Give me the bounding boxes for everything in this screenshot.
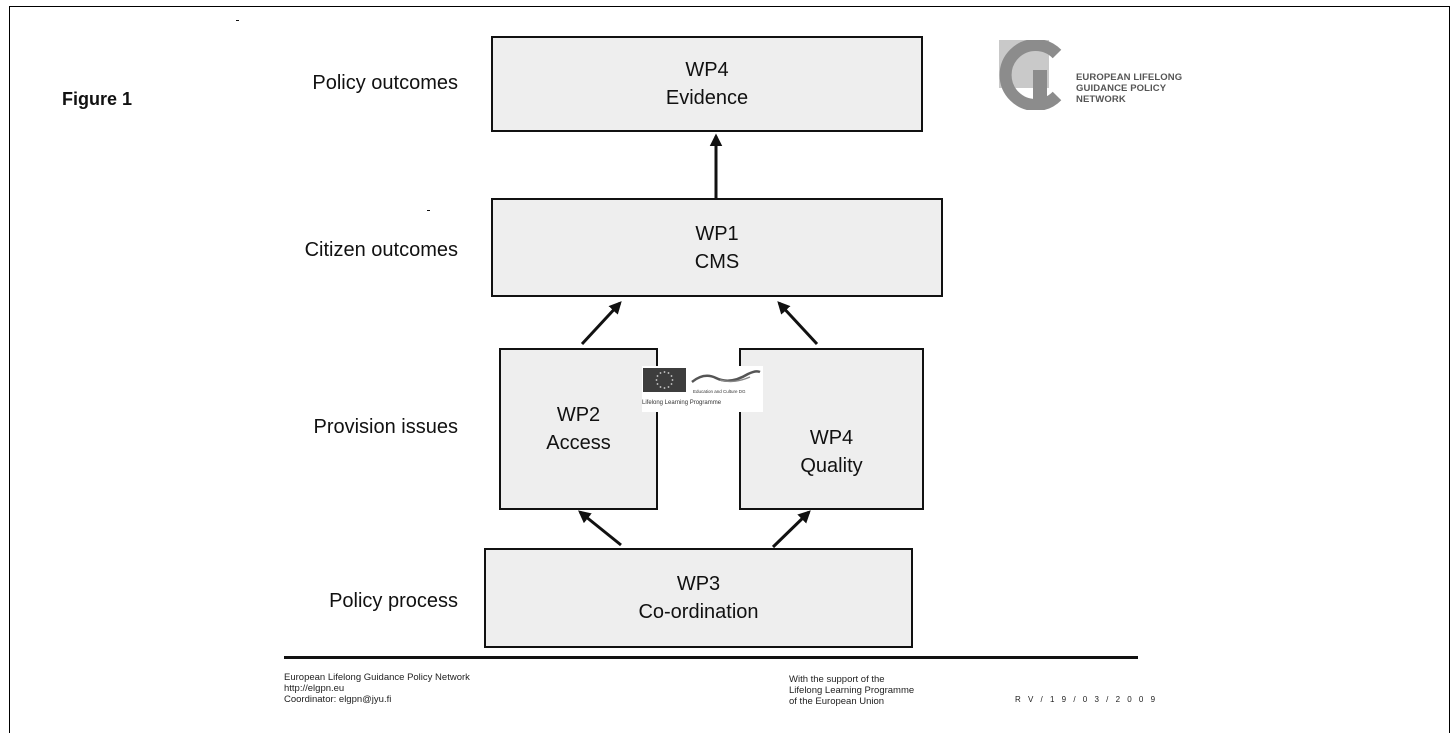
- footer-version: R V / 1 9 / 0 3 / 2 0 0 9: [1015, 695, 1158, 704]
- stray-mark: [236, 20, 239, 21]
- footer-line: of the European Union: [789, 696, 885, 707]
- box-wp2-access: WP2 Access: [499, 348, 658, 510]
- box-code: WP1: [695, 222, 739, 245]
- box-title: Access: [546, 432, 611, 454]
- arrow-coordination-to-quality: [771, 510, 811, 549]
- box-title: Evidence: [665, 87, 749, 109]
- box-wp4-evidence: WP4 Evidence: [491, 36, 923, 132]
- box-code: WP4: [685, 59, 729, 81]
- logo-text-line: EUROPEAN LIFELONG: [1076, 72, 1183, 83]
- eu-flag-icon: [643, 368, 686, 392]
- footer-line: With the support of the: [789, 674, 885, 685]
- elgpn-g-logo-icon: [999, 40, 1062, 110]
- footer-line: http://elgpn.eu: [284, 683, 345, 694]
- row-label-provision-issues: Provision issues: [313, 416, 458, 438]
- eu-programme-logo: Education and Culture DG Lifelong Learni…: [642, 366, 763, 412]
- logo-text-line: NETWORK: [1076, 94, 1126, 105]
- page-frame: [9, 6, 1450, 733]
- box-wp1-cms: WP1 CMS: [491, 198, 943, 297]
- box-wp3-coordination: WP3 Co-ordination: [484, 548, 913, 648]
- arrow-quality-to-cms: [777, 301, 819, 346]
- box-title: Quality: [800, 455, 863, 477]
- eu-llp-text: Lifelong Learning Programme: [642, 400, 722, 406]
- box-code: WP3: [676, 573, 721, 595]
- arrow-coordination-to-access: [578, 510, 622, 547]
- figure-label: Figure 1: [62, 89, 133, 109]
- footer-line: Coordinator: elgpn@jyu.fi: [284, 694, 392, 705]
- box-code: WP2: [556, 404, 601, 426]
- logo-text-line: GUIDANCE POLICY: [1076, 83, 1167, 94]
- footer-line: Lifelong Learning Programme: [789, 685, 915, 696]
- stray-mark: [427, 210, 430, 211]
- footer-left: European Lifelong Guidance Policy Networ…: [284, 672, 470, 705]
- llp-swoosh-icon: [691, 370, 761, 383]
- row-label-policy-process: Policy process: [329, 590, 458, 612]
- footer-divider: [284, 656, 1138, 659]
- box-wp4-quality: WP4 Quality: [739, 348, 924, 510]
- footer-line: European Lifelong Guidance Policy Networ…: [284, 672, 470, 683]
- eu-dg-text: Education and Culture DG: [693, 389, 746, 394]
- elgpn-logo-text: EUROPEAN LIFELONG GUIDANCE POLICY NETWOR…: [1076, 72, 1182, 105]
- footer-middle: With the support of the Lifelong Learnin…: [789, 674, 914, 707]
- row-label-policy-outcomes: Policy outcomes: [312, 72, 458, 94]
- row-label-citizen-outcomes: Citizen outcomes: [304, 239, 458, 261]
- box-code: WP4: [809, 427, 854, 449]
- arrow-access-to-cms: [580, 301, 622, 346]
- box-title: Co-ordination: [638, 601, 759, 623]
- box-title: CMS: [694, 250, 740, 273]
